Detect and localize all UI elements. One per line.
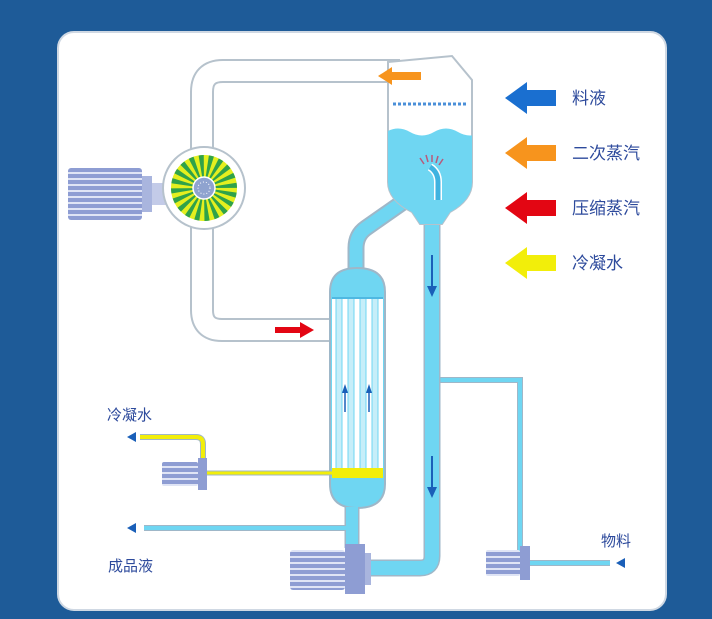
legend-label: 料液 [572, 89, 606, 109]
spray-jets [419, 154, 444, 166]
feed-inlet-label: 物料 [601, 532, 631, 550]
legend-label: 压缩蒸汽 [572, 199, 640, 219]
product-outlet-label: 成品液 [108, 557, 153, 575]
exchanger-tube [359, 297, 367, 471]
exchanger-tube [347, 297, 355, 471]
condensate-band [332, 468, 383, 478]
feed-pump [486, 546, 530, 580]
downcomer-pipe [366, 222, 441, 577]
separator-vessel [387, 54, 473, 225]
condensate-pump [162, 458, 207, 490]
feed-line [432, 377, 610, 566]
vapor-pipe-top [190, 59, 400, 152]
legend-arrow-icon [505, 192, 556, 224]
downcomer-flow-arrow-lower [427, 456, 437, 498]
legend-label: 冷凝水 [572, 254, 623, 274]
exchanger-tube [335, 297, 343, 471]
vapor-pipe-bottom [190, 224, 332, 342]
compressed-steam-arrow-icon [275, 322, 314, 338]
tube-flow-arrow-left [342, 384, 348, 412]
legend-item-feed-liquid: 料液 [505, 82, 606, 114]
condensate-outlet-label: 冷凝水 [107, 406, 152, 424]
exchanger-tube [371, 297, 379, 471]
condensate-outlet-arrow-icon [127, 432, 136, 442]
circulation-pump [290, 544, 371, 594]
legend-label: 二次蒸汽 [572, 144, 640, 164]
heat-exchanger [329, 266, 386, 510]
legend-item-compressed-steam: 压缩蒸汽 [505, 192, 640, 224]
secondary-steam-arrow-icon [378, 67, 421, 85]
downcomer-flow-arrow-upper [427, 255, 437, 297]
legend-arrow-icon [505, 247, 556, 279]
compressor-fan-icon [162, 146, 246, 230]
legend-arrow-icon [505, 137, 556, 169]
feed-inlet-arrow-icon [616, 558, 625, 568]
separator-to-exchanger-pipe [347, 193, 411, 272]
legend: 料液 二次蒸汽 压缩蒸汽 冷凝水 [505, 82, 640, 279]
condensate-outlet-pipe [140, 434, 206, 460]
tube-flow-arrow-right [366, 384, 372, 412]
product-outlet-arrow-icon [127, 523, 136, 533]
legend-arrow-icon [505, 82, 556, 114]
legend-item-secondary-steam: 二次蒸汽 [505, 137, 640, 169]
legend-item-condensate: 冷凝水 [505, 247, 623, 279]
